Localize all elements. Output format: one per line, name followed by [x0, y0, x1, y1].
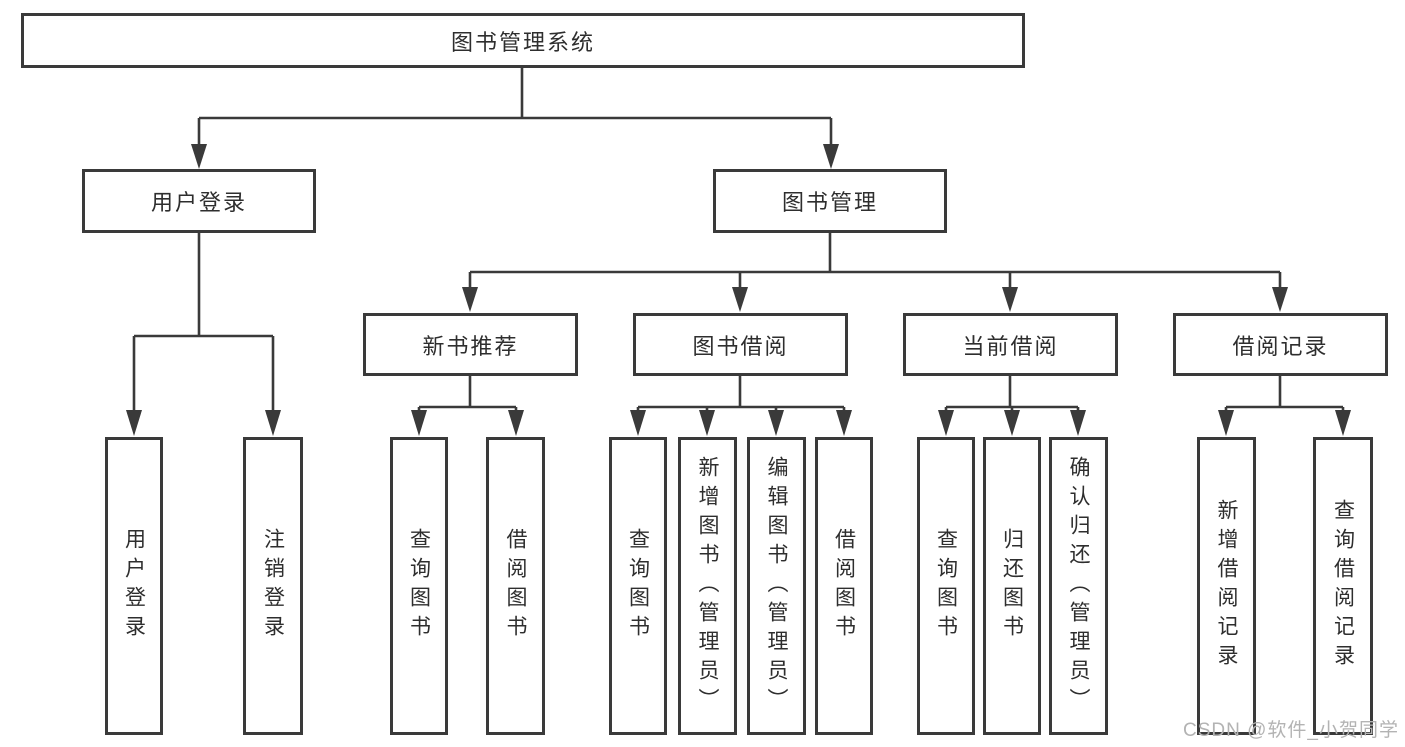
node-book-management: 图书管理 — [713, 169, 947, 233]
node-borrow-records: 借阅记录 — [1173, 313, 1388, 376]
leaf-borrowing-edit-books-admin-label: 编辑图书（管理员） — [765, 455, 788, 717]
leaf-newbooks-query-books-label: 查询图书 — [407, 528, 431, 644]
node-user-login-label: 用户登录 — [150, 190, 247, 215]
node-current-borrow: 当前借阅 — [903, 313, 1118, 376]
node-book-borrowing-label: 图书借阅 — [692, 333, 789, 359]
leaf-borrowing-add-books-admin: 新增图书（管理员） — [678, 437, 737, 735]
node-current-borrow-label: 当前借阅 — [962, 333, 1059, 359]
leaf-records-add-record-label: 新增借阅记录 — [1215, 499, 1238, 673]
leaf-user-login-label: 用户登录 — [122, 528, 146, 644]
leaf-borrowing-borrow-books: 借阅图书 — [815, 437, 873, 735]
node-borrow-records-label: 借阅记录 — [1232, 333, 1329, 359]
node-root-label: 图书管理系统 — [450, 29, 595, 55]
leaf-logout: 注销登录 — [243, 437, 303, 735]
leaf-current-query-books: 查询图书 — [917, 437, 975, 735]
leaf-borrowing-borrow-books-label: 借阅图书 — [832, 528, 856, 644]
leaf-borrowing-edit-books-admin: 编辑图书（管理员） — [747, 437, 806, 735]
leaf-newbooks-borrow-books-label: 借阅图书 — [504, 528, 527, 644]
csdn-watermark: CSDN @软件_小贺同学 — [1183, 720, 1399, 741]
node-new-book-recommend: 新书推荐 — [363, 313, 578, 376]
leaf-records-query-record: 查询借阅记录 — [1313, 437, 1373, 735]
leaf-current-confirm-return-admin-label: 确认归还（管理员） — [1067, 455, 1090, 717]
node-user-login: 用户登录 — [82, 169, 316, 233]
leaf-borrowing-query-books: 查询图书 — [609, 437, 667, 735]
leaf-records-query-record-label: 查询借阅记录 — [1331, 499, 1355, 673]
leaf-current-return-books-label: 归还图书 — [1000, 528, 1024, 644]
leaf-current-query-books-label: 查询图书 — [934, 528, 958, 644]
node-book-borrowing: 图书借阅 — [633, 313, 848, 376]
leaf-records-add-record: 新增借阅记录 — [1197, 437, 1256, 735]
node-new-book-recommend-label: 新书推荐 — [422, 333, 519, 359]
leaf-user-login: 用户登录 — [105, 437, 163, 735]
leaf-current-confirm-return-admin: 确认归还（管理员） — [1049, 437, 1108, 735]
node-root-system: 图书管理系统 — [21, 13, 1025, 68]
node-book-management-label: 图书管理 — [781, 190, 878, 215]
leaf-newbooks-borrow-books: 借阅图书 — [486, 437, 545, 735]
leaf-borrowing-add-books-admin-label: 新增图书（管理员） — [696, 455, 719, 717]
leaf-current-return-books: 归还图书 — [983, 437, 1041, 735]
leaf-borrowing-query-books-label: 查询图书 — [626, 528, 650, 644]
leaf-newbooks-query-books: 查询图书 — [390, 437, 448, 735]
leaf-logout-label: 注销登录 — [261, 528, 285, 644]
